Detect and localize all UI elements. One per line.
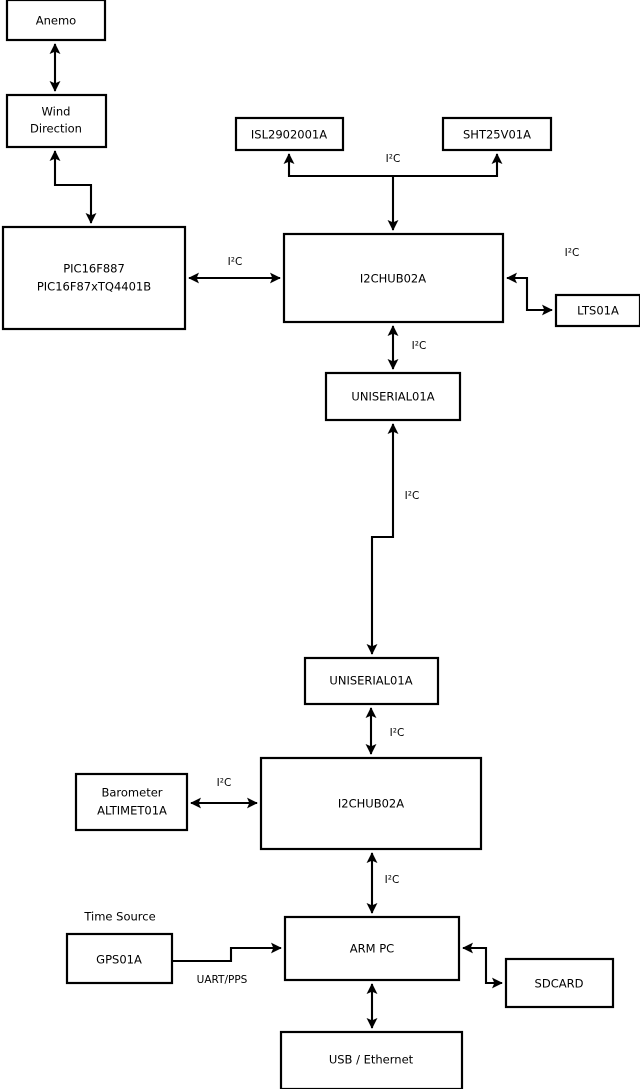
node-wind-direction[interactable]: Wind Direction bbox=[5, 93, 108, 149]
edge-label-gps-armpc: UART/PPS bbox=[197, 974, 248, 986]
edge-label-hubtop-uniserialup: I²C bbox=[412, 340, 427, 352]
edge-hubtop-sensors: I²C bbox=[283, 153, 503, 231]
node-uniserial01a-lower[interactable]: UNISERIAL01A bbox=[303, 656, 440, 706]
node-lts01a[interactable]: LTS01A bbox=[554, 293, 640, 328]
edge-barometer-hubbottom: I²C bbox=[190, 777, 258, 809]
edge-hubbottom-armpc: I²C bbox=[366, 852, 400, 914]
node-label-anemo: Anemo bbox=[36, 14, 76, 28]
edge-label-pic-hubtop: I²C bbox=[228, 256, 243, 268]
label-time-source: Time Source bbox=[83, 910, 155, 924]
node-label-isl2902001a: ISL2902001A bbox=[251, 128, 327, 142]
node-label-i2chub02a-bottom: I2CHUB02A bbox=[338, 797, 404, 811]
node-label-usb-ethernet: USB / Ethernet bbox=[329, 1053, 414, 1067]
node-isl2902001a[interactable]: ISL2902001A bbox=[234, 116, 345, 152]
edge-armpc-sdcard bbox=[462, 942, 503, 989]
node-label-uniserial01a-upper: UNISERIAL01A bbox=[351, 390, 434, 404]
edge-label-hubtop-lts: I²C bbox=[565, 247, 580, 259]
node-pic-microcontroller[interactable]: PIC16F887 PIC16F87xTQ4401B bbox=[1, 225, 187, 331]
node-label-sht25v01a: SHT25V01A bbox=[463, 128, 531, 142]
edge-uniserialdn-hubbottom: I²C bbox=[365, 707, 405, 755]
edge-label-uniserialdn-hubbottom: I²C bbox=[390, 727, 405, 739]
node-label-wind-direction-line2: Direction bbox=[30, 122, 82, 136]
node-label-barometer-line2: ALTIMET01A bbox=[97, 804, 167, 818]
node-label-i2chub02a-top: I2CHUB02A bbox=[360, 272, 426, 286]
edge-uniserialup-uniserialdn: I²C bbox=[366, 423, 420, 655]
edge-label-hubtop-sensors: I²C bbox=[386, 153, 401, 165]
node-i2chub02a-bottom[interactable]: I2CHUB02A bbox=[259, 756, 483, 851]
node-label-arm-pc: ARM PC bbox=[350, 942, 394, 956]
node-arm-pc[interactable]: ARM PC bbox=[283, 915, 461, 982]
node-sdcard[interactable]: SDCARD bbox=[504, 957, 615, 1009]
node-gps01a[interactable]: GPS01A bbox=[65, 932, 174, 985]
node-sht25v01a[interactable]: SHT25V01A bbox=[441, 116, 553, 152]
edge-hubtop-lts: I²C bbox=[506, 247, 580, 316]
node-label-wind-direction-line1: Wind bbox=[42, 105, 71, 119]
node-i2chub02a-top[interactable]: I2CHUB02A bbox=[282, 232, 505, 324]
edge-hubtop-uniserialup: I²C bbox=[387, 325, 427, 370]
edge-gps-armpc: UART/PPS bbox=[172, 942, 282, 986]
edge-label-hubbottom-armpc: I²C bbox=[385, 874, 400, 886]
node-barometer-altimet01a[interactable]: Barometer ALTIMET01A bbox=[74, 772, 189, 832]
node-uniserial01a-upper[interactable]: UNISERIAL01A bbox=[324, 371, 462, 422]
node-label-lts01a: LTS01A bbox=[577, 304, 619, 318]
node-anemo[interactable]: Anemo bbox=[5, 0, 107, 42]
node-usb-ethernet[interactable]: USB / Ethernet bbox=[279, 1030, 464, 1089]
edge-wind-pic bbox=[49, 150, 97, 224]
node-label-pic-line1: PIC16F887 bbox=[63, 262, 125, 276]
edge-label-barometer-hubbottom: I²C bbox=[217, 777, 232, 789]
edge-pic-hubtop: I²C bbox=[188, 256, 281, 284]
node-label-pic-line2: PIC16F87xTQ4401B bbox=[37, 280, 151, 294]
node-label-sdcard: SDCARD bbox=[535, 977, 584, 991]
node-label-gps01a: GPS01A bbox=[96, 953, 142, 967]
node-label-barometer-line1: Barometer bbox=[101, 786, 162, 800]
edge-label-uniserial-link: I²C bbox=[405, 490, 420, 502]
node-label-uniserial01a-lower: UNISERIAL01A bbox=[329, 674, 412, 688]
